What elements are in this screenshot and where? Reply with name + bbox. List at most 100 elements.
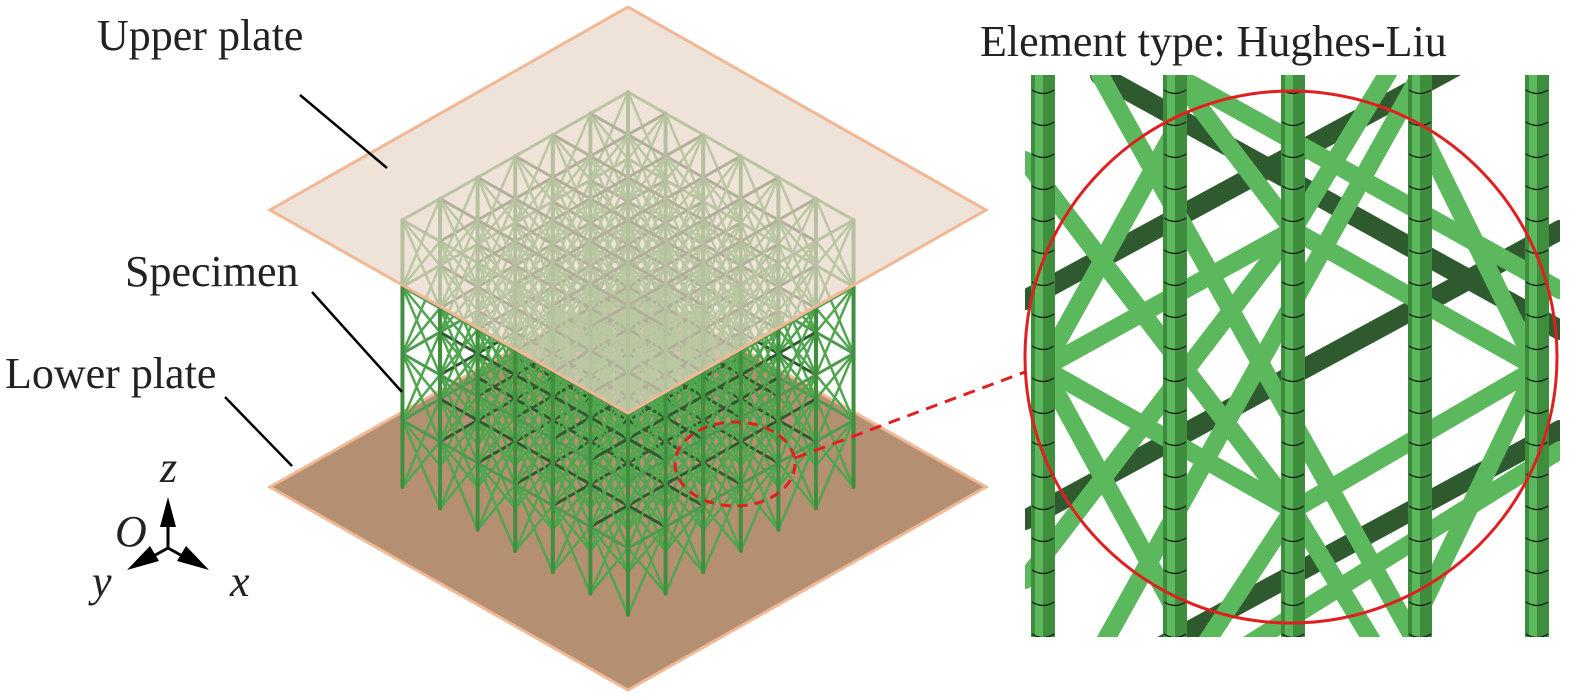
closeup-diagonal — [1025, 221, 1302, 589]
closeup-element-boundary — [1408, 249, 1432, 255]
closeup-element-boundary — [1281, 345, 1305, 351]
lower-plate-leader — [224, 396, 293, 467]
lattice-diagonal — [401, 330, 442, 422]
lattice-beam — [626, 415, 668, 441]
lattice-diagonal — [777, 440, 818, 531]
closeup-element-boundary — [1281, 409, 1305, 415]
closeup-element-boundary — [1281, 121, 1305, 127]
lattice-beam — [476, 352, 517, 377]
closeup-members — [1025, 75, 1560, 637]
closeup-diagonal — [1096, 75, 1429, 637]
lattice-beam — [739, 394, 780, 419]
upper-plate-label: Upper plate — [97, 11, 304, 60]
closeup-element-boundary — [1525, 505, 1549, 511]
lattice-diagonal — [513, 349, 555, 441]
lattice-diagonal — [739, 461, 780, 553]
lattice-beam — [739, 440, 780, 465]
lattice-diagonal — [701, 349, 743, 441]
closeup-element-boundary — [1163, 377, 1187, 383]
lattice-beam — [400, 330, 442, 355]
closeup-element-boundary — [1408, 217, 1432, 223]
lattice-beam — [400, 397, 442, 422]
closeup-element-boundary — [1408, 569, 1432, 575]
closeup-diagonal — [1198, 501, 1302, 637]
upper-plate-leader — [299, 94, 388, 169]
lattice-beam — [701, 440, 743, 465]
lattice-beam — [513, 373, 555, 398]
closeup-diagonal — [1243, 441, 1560, 637]
lattice-beam — [664, 437, 705, 462]
lattice-diagonal — [438, 373, 479, 465]
specimen-leader — [311, 291, 403, 393]
lattice-diagonal — [589, 392, 630, 483]
closeup-element-boundary — [1525, 345, 1549, 351]
closeup-element-boundary — [1281, 249, 1305, 255]
closeup-element-boundary — [1525, 313, 1549, 319]
lattice-diagonal — [701, 461, 743, 553]
zoom-region-ellipse — [673, 420, 797, 508]
closeup-element-boundary — [1408, 633, 1432, 637]
lattice-beam — [588, 415, 630, 441]
closeup-element-boundary — [1281, 153, 1305, 159]
lattice-beam — [476, 376, 517, 401]
closeup-element-boundary — [1031, 185, 1055, 191]
lattice-beam — [588, 437, 630, 462]
leader-lines — [224, 94, 403, 467]
lattice-beam — [588, 482, 630, 508]
lattice-beam — [664, 504, 705, 529]
lattice-diagonal — [551, 437, 592, 529]
lattice-diagonal — [551, 504, 592, 595]
lattice-beam — [438, 373, 480, 398]
lattice-beam — [513, 461, 555, 486]
lattice-beam — [476, 418, 517, 444]
lattice-beam — [438, 330, 480, 355]
closeup-element-boundary — [1525, 89, 1549, 95]
lattice-beam — [626, 525, 668, 550]
lattice-diagonal — [664, 437, 705, 529]
closeup-element-boundary — [1281, 505, 1305, 511]
lattice-beam — [551, 437, 592, 462]
lattice-beam — [626, 482, 668, 508]
closeup-lattice-view — [1023, 75, 1560, 637]
lattice-beam — [513, 415, 555, 441]
closeup-element-boundary — [1408, 89, 1432, 95]
closeup-element-boundary — [1163, 89, 1187, 95]
lattice-diagonal — [589, 437, 630, 529]
lattice-diagonal — [701, 482, 743, 574]
lattice-diagonal — [626, 458, 667, 550]
specimen-label: Specimen — [125, 247, 299, 296]
lattice-beam — [476, 394, 517, 419]
closeup-element-boundary — [1163, 281, 1187, 287]
lattice-beam — [513, 397, 555, 422]
lattice-beam — [551, 415, 592, 441]
closeup-element-boundary — [1031, 601, 1055, 607]
closeup-element-boundary — [1163, 633, 1187, 637]
lattice-diagonal — [626, 437, 667, 529]
closeup-element-boundary — [1408, 601, 1432, 607]
closeup-element-boundary — [1281, 601, 1305, 607]
lattice-diagonal — [739, 440, 780, 531]
closeup-element-boundary — [1408, 345, 1432, 351]
lattice-diagonal — [589, 525, 630, 617]
closeup-highlight-circle — [1023, 89, 1559, 625]
closeup-element-boundary — [1281, 537, 1305, 543]
lattice-diagonal — [513, 416, 555, 507]
zoom-indicator — [673, 370, 1026, 508]
closeup-element-boundary — [1525, 121, 1549, 127]
closeup-element-boundary — [1525, 377, 1549, 383]
closeup-element-boundary — [1031, 313, 1055, 319]
closeup-element-boundary — [1031, 409, 1055, 415]
z-axis-label: z — [160, 443, 178, 492]
closeup-element-boundary — [1163, 185, 1187, 191]
lattice-beam — [438, 440, 480, 465]
x-axis-label: x — [230, 557, 250, 606]
lattice-diagonal — [401, 419, 442, 510]
lattice-diagonal — [476, 328, 517, 419]
lattice-diagonal — [777, 419, 818, 510]
closeup-element-boundary — [1525, 153, 1549, 159]
lattice-diagonal — [777, 352, 818, 443]
y-axis-label: y — [92, 557, 112, 606]
closeup-element-boundary — [1408, 537, 1432, 543]
